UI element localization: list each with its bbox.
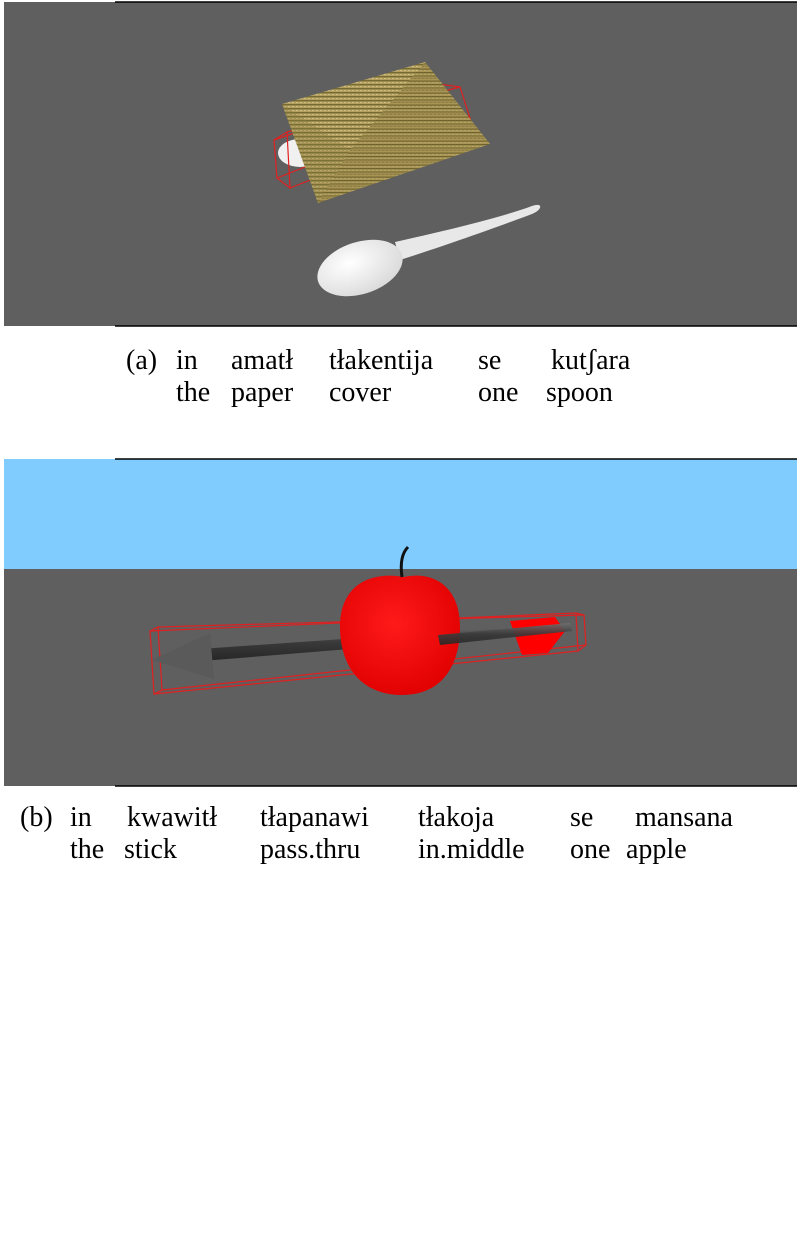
spoon <box>317 204 541 297</box>
gloss-a-word-4: se <box>478 345 502 376</box>
apple <box>340 545 460 695</box>
gloss-b-word-6: mansana <box>635 802 733 833</box>
arrow-head <box>152 633 214 679</box>
gloss-b-word-2: kwawitł <box>127 802 218 833</box>
gloss-b-word-5: se <box>570 802 594 833</box>
gloss-a-translation-2: paper <box>231 377 294 408</box>
gloss-b-translation-3: pass.thru <box>260 834 361 865</box>
gloss-b-word-3: tłapanawi <box>260 802 369 833</box>
caption-b: (b) in the kwawitł stick tłapanawi pass.… <box>20 802 780 872</box>
gloss-b-translation-2: stick <box>124 834 177 865</box>
gloss-a-translation-3: cover <box>329 377 392 408</box>
gloss-b-translation-5: one <box>570 834 611 865</box>
apple-stem <box>399 545 410 578</box>
sky <box>4 459 797 569</box>
caption-b-marker: (b) <box>20 802 53 833</box>
paper-cover <box>282 62 490 203</box>
gloss-b-word-4: tłakoja <box>418 802 495 833</box>
gloss-a-translation-5: spoon <box>546 377 613 408</box>
gloss-a-translation-1: the <box>176 377 211 408</box>
gloss-a-word-5: kutʃara <box>551 345 631 376</box>
gloss-a-word-3: tłakentija <box>329 345 434 376</box>
caption-a-marker: (a) <box>126 345 158 376</box>
gloss-a-word-1: in <box>176 345 198 376</box>
caption-a: (a) in the amatł paper tłakentija cover … <box>126 345 686 415</box>
gloss-b-translation-1: the <box>70 834 105 865</box>
gloss-b-word-1: in <box>70 802 92 833</box>
scene-b-stick-apple <box>4 458 797 787</box>
gloss-b-translation-4: in.middle <box>418 834 525 865</box>
gloss-b-translation-6: apple <box>626 834 687 865</box>
gloss-a-translation-4: one <box>478 377 519 408</box>
gloss-a-word-2: amatł <box>231 345 294 376</box>
scene-a-paper-spoon <box>4 1 797 327</box>
